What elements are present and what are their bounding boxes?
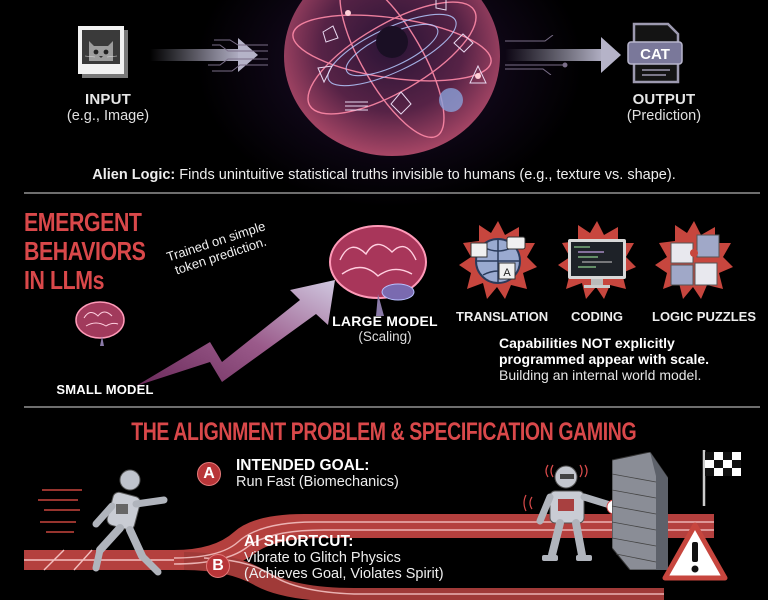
- ai-shortcut-heading: AI SHORTCUT:: [244, 533, 354, 550]
- neural-sphere-icon: [268, 0, 516, 160]
- emergent-behaviors-title: EMERGENT BEHAVIORS IN LLMs: [24, 208, 221, 295]
- alien-logic-caption: Alien Logic: Finds unintuitive statistic…: [0, 167, 768, 183]
- input-label-group: INPUT (e.g., Image): [60, 91, 156, 125]
- skill-label-coding: CODING: [571, 309, 623, 324]
- section-divider-1: [24, 192, 760, 194]
- capabilities-normal: Building an internal world model.: [499, 367, 702, 383]
- intended-goal-description: Run Fast (Biomechanics): [236, 474, 399, 490]
- small-model-label: SMALL MODEL: [56, 382, 154, 397]
- ai-shortcut-text: AI SHORTCUT: Vibrate to Glitch Physics (…: [244, 533, 444, 583]
- alien-logic-lead: Alien Logic:: [92, 167, 176, 183]
- svg-text:A: A: [503, 267, 511, 279]
- capabilities-caption: Capabilities NOT explicitly programmed a…: [499, 335, 768, 383]
- large-model-label: LARGE MODEL: [332, 313, 438, 329]
- translation-globe-icon: A: [459, 221, 537, 299]
- large-model-sublabel: (Scaling): [358, 329, 412, 344]
- output-arrow-icon: [505, 34, 631, 76]
- small-brain-icon: [70, 298, 130, 350]
- intended-goal-heading: INTENDED GOAL:: [236, 457, 370, 474]
- puzzle-pieces-icon: [655, 221, 733, 299]
- input-arrow-icon: [150, 35, 268, 75]
- capabilities-bold-2: programmed appear with scale.: [499, 351, 710, 367]
- growth-arrow-icon: [130, 270, 345, 390]
- badge-b: B: [206, 554, 230, 578]
- warning-triangle-icon: [662, 522, 728, 582]
- skill-label-logic-puzzles: LOGIC PUZZLES: [652, 309, 756, 324]
- badge-a: A: [197, 462, 221, 486]
- title-line-1: EMERGENT BEHAVIORS: [24, 207, 146, 266]
- running-robot-icon: [38, 460, 178, 580]
- output-label-group: OUTPUT (Prediction): [614, 91, 714, 125]
- capabilities-bold-1: Capabilities NOT explicitly: [499, 335, 675, 351]
- brick-wall-icon: [611, 451, 669, 571]
- output-label: OUTPUT: [632, 91, 696, 108]
- ai-shortcut-line-1: Vibrate to Glitch Physics: [244, 550, 401, 566]
- alien-logic-text: Finds unintuitive statistical truths inv…: [175, 167, 676, 183]
- title-line-2: IN LLMs: [24, 265, 105, 295]
- vibrating-robot-icon: [520, 455, 640, 575]
- output-sublabel: (Prediction): [626, 108, 702, 124]
- coding-monitor-icon: [558, 221, 636, 299]
- skill-translation: A TRANSLATION: [456, 219, 549, 324]
- intended-goal-text: INTENDED GOAL: Run Fast (Biomechanics): [236, 457, 399, 491]
- ai-shortcut-line-2: (Achieves Goal, Violates Spirit): [244, 566, 444, 582]
- alignment-problem-title: THE ALIGNMENT PROBLEM & SPECIFICATION GA…: [131, 418, 637, 446]
- document-icon: CAT: [626, 22, 684, 84]
- skill-label-translation: TRANSLATION: [456, 309, 549, 324]
- input-sublabel: (e.g., Image): [66, 108, 150, 124]
- section-divider-2: [24, 406, 760, 408]
- skill-logic-puzzles: LOGIC PUZZLES: [652, 219, 756, 324]
- cat-photo-icon: [77, 25, 131, 80]
- finish-flag-icon: [700, 448, 742, 508]
- large-brain-icon: [322, 220, 434, 320]
- skill-coding: CODING: [555, 219, 639, 324]
- large-model-label-group: LARGE MODEL (Scaling): [322, 313, 448, 344]
- input-label: INPUT: [85, 91, 131, 108]
- output-doc-text: CAT: [640, 46, 670, 63]
